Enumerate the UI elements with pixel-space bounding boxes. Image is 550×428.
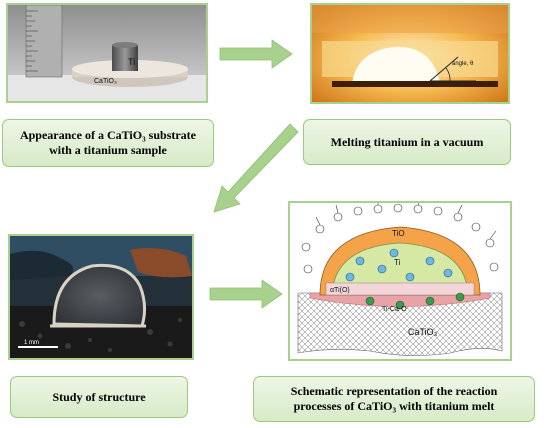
scale-bar-label: 1 mm bbox=[24, 340, 39, 346]
alpha-ti-label: αTi(O) bbox=[330, 287, 350, 294]
schematic-image: TiO Ti αTi(O) Ti-Ca-O CaTiO₃ bbox=[290, 203, 510, 359]
caption-substrate-line1: Appearance of a CaTiO₃ substrate bbox=[19, 128, 197, 142]
caption-structure-text: Study of structure bbox=[52, 389, 146, 404]
caption-schematic: Schematic representation of the reaction… bbox=[253, 376, 535, 422]
schematic-diagram: TiO Ti αTi(O) Ti-Ca-O CaTiO₃ bbox=[288, 201, 512, 361]
arrow-diagonal bbox=[213, 123, 299, 213]
ti-melt-label: Ti bbox=[394, 258, 401, 267]
caption-melting-text: Melting titanium in a vacuum bbox=[330, 134, 484, 149]
substrate-schematic-label: CaTiO₃ bbox=[408, 327, 438, 337]
melting-photo-image: angle, θ bbox=[312, 5, 508, 102]
caption-structure: Study of structure bbox=[10, 376, 188, 418]
contact-angle-label: angle, θ bbox=[452, 61, 474, 67]
structure-photo-image: 1 mm bbox=[10, 236, 192, 358]
arrow-right-bottom bbox=[209, 279, 283, 309]
arrow-right-top bbox=[219, 39, 293, 69]
caption-substrate-line2: with a titanium sample bbox=[49, 143, 167, 157]
substrate-label: CaTiO₃ bbox=[94, 78, 117, 85]
substrate-photo-image: Ti CaTiO₃ bbox=[8, 5, 206, 101]
melting-photo: angle, θ bbox=[310, 3, 510, 104]
reaction-layer-label: Ti-Ca-O bbox=[382, 306, 407, 313]
substrate-photo: Ti CaTiO₃ bbox=[6, 3, 208, 103]
ti-sample-label: Ti bbox=[128, 57, 135, 67]
caption-melting: Melting titanium in a vacuum bbox=[303, 119, 511, 165]
caption-schematic-line2: processes of CaTiO₃ with titanium melt bbox=[293, 399, 495, 413]
caption-schematic-line1: Schematic representation of the reaction bbox=[290, 384, 498, 398]
caption-substrate: Appearance of a CaTiO₃ substrate with a … bbox=[2, 119, 214, 167]
tio-layer-label: TiO bbox=[392, 229, 405, 238]
structure-photo: 1 mm bbox=[8, 234, 194, 360]
